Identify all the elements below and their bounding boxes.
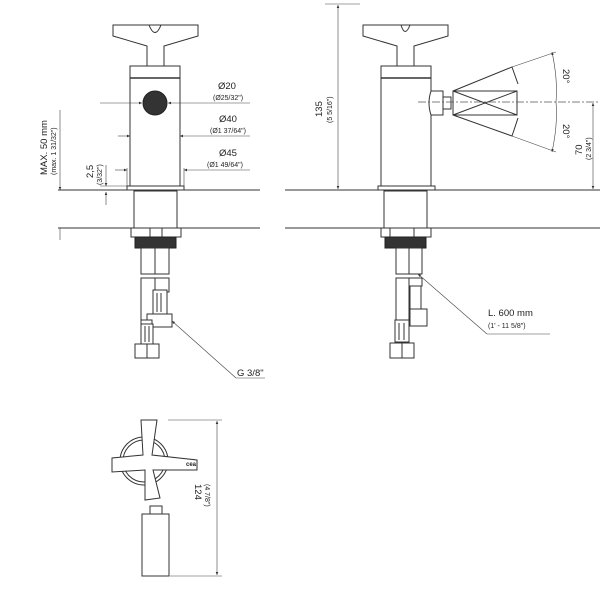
dia20-label: Ø20 — [218, 81, 236, 92]
gap-label: 2,5 — [85, 165, 96, 178]
dia40-label: Ø40 — [219, 114, 237, 125]
side-view-faucet — [362, 24, 600, 359]
top-view-faucet: cea — [111, 419, 198, 577]
dia45-inch-label: (Ø1 49/64") — [207, 162, 243, 169]
thread-label: G 3/8" — [237, 368, 264, 379]
dia40-inch-label: (Ø1 37/64") — [210, 128, 246, 135]
hose-length-label: L. 600 mm — [488, 308, 533, 319]
angle-up-label: 20° — [560, 69, 571, 84]
aerator-icon — [142, 90, 168, 116]
length-inch-label: (4 7/8") — [203, 484, 210, 507]
front-view-faucet — [112, 24, 199, 359]
hose-length-inch-label: (1' - 11 5/8") — [488, 323, 526, 330]
top-view-dimensions — [168, 419, 222, 577]
spout-height-label: 70 — [574, 144, 585, 155]
height-label: 135 — [314, 101, 325, 117]
side-view-dimensions — [325, 3, 595, 335]
front-view-dimensions — [58, 101, 265, 379]
max-thickness-inch-label: (max. 1 31/32") — [51, 127, 58, 175]
dia20-inch-label: (Ø25/32") — [213, 95, 243, 102]
angle-down-label: 20° — [560, 124, 571, 139]
spout-height-inch-label: (2 3/4") — [586, 137, 593, 160]
gap-inch-label: (3/32") — [97, 164, 104, 185]
length-label: 124 — [192, 484, 203, 500]
max-thickness-label: MAX. 50 mm — [39, 120, 50, 175]
brand-logo: cea — [186, 462, 197, 468]
height-inch-label: (5 5/16") — [327, 96, 334, 123]
dia45-label: Ø45 — [219, 148, 237, 159]
